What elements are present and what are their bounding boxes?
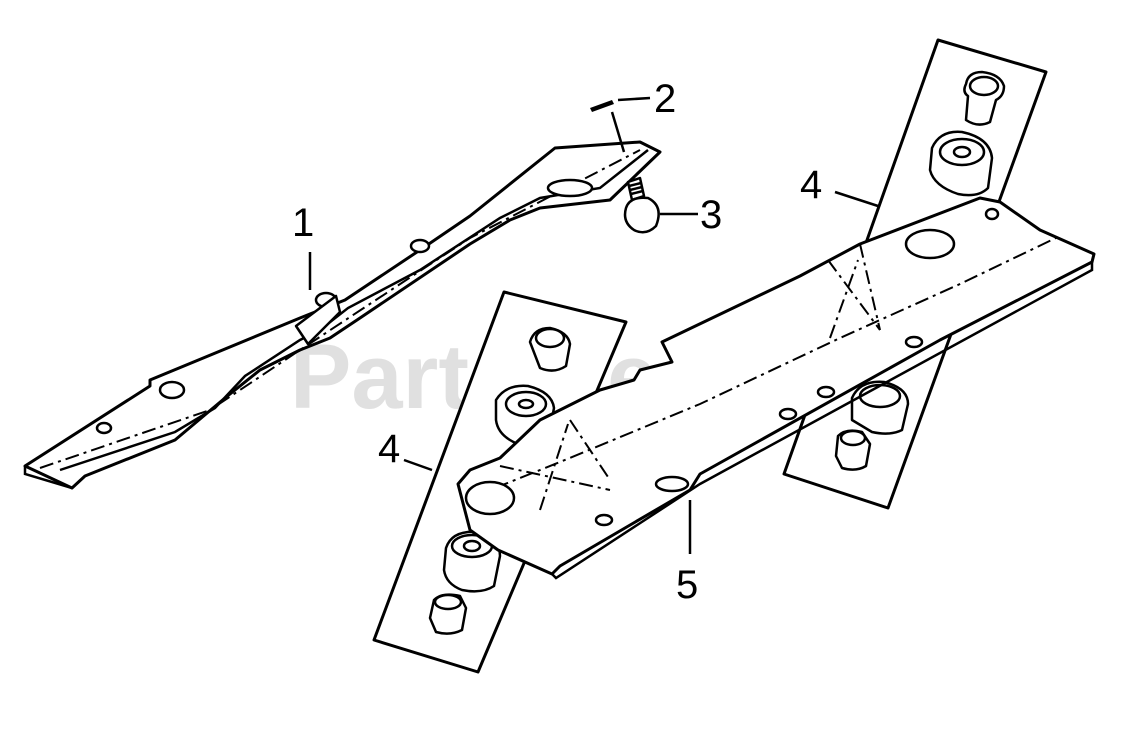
callout-1: 1 <box>292 201 314 245</box>
callout-4-left: 4 <box>378 427 400 471</box>
callout-5: 5 <box>676 563 698 607</box>
part-5-blade <box>456 196 1096 580</box>
callout-3: 3 <box>700 193 722 237</box>
part-1-blade <box>23 140 662 490</box>
callout-4-right: 4 <box>800 163 822 207</box>
part-3-bolt <box>623 176 698 234</box>
part-2-pin <box>590 96 651 112</box>
leader-lines <box>308 111 879 554</box>
callout-2: 2 <box>654 77 676 121</box>
